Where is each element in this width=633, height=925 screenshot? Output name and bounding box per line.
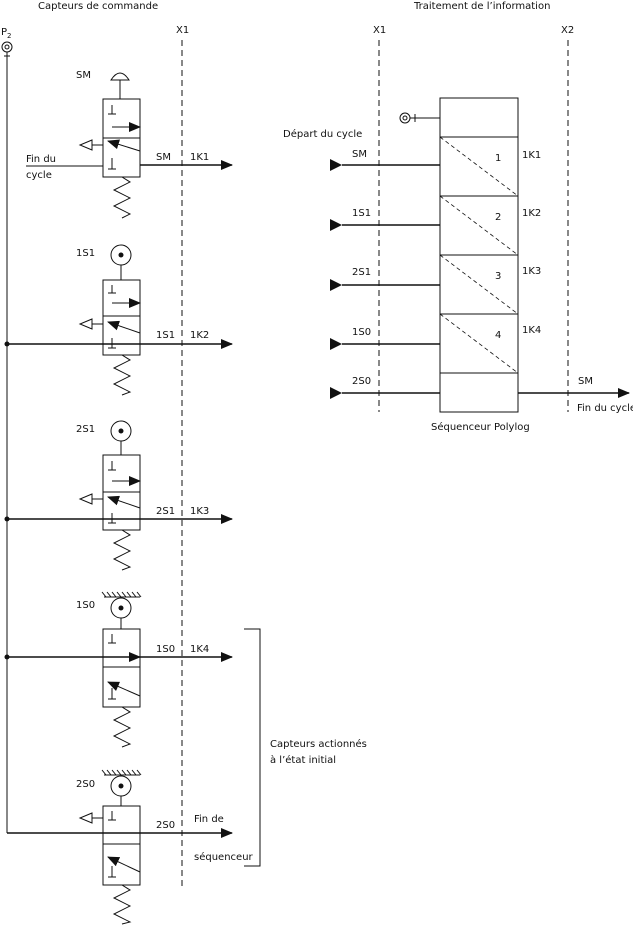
valve-1s0-signal: 1S0 — [156, 644, 175, 655]
roller-icon — [110, 775, 132, 806]
fin-de-sequenceur-2: séquenceur — [194, 851, 254, 863]
valve-2s0-signal: 2S0 — [156, 820, 175, 831]
spring-icon — [112, 706, 132, 748]
spring-icon — [112, 354, 132, 396]
sequencer-output-label: Fin du cycle — [577, 403, 633, 414]
valve-2s0: 2S0 2S0 Fin de séquenceur — [7, 769, 254, 925]
seq-input-2s0: 2S0 — [352, 376, 371, 387]
sequencer-inputs: SM 1S1 2S1 1S0 2S0 — [330, 149, 440, 399]
step-output-3: 1K3 — [522, 266, 541, 277]
valve-sm: SM SM 1K1 Fin du cycle — [26, 70, 233, 219]
bracket-label-2: à l’état initial — [270, 754, 336, 766]
seq-input-2s1: 2S1 — [352, 267, 371, 278]
valve-1s0-output: 1K4 — [190, 644, 209, 655]
left-title: Capteurs de commande — [38, 1, 158, 12]
valve-1s0-name: 1S0 — [76, 600, 95, 611]
roller-icon — [110, 597, 132, 629]
seq-input-1s0: 1S0 — [352, 327, 371, 338]
valve-sm-signal: SM — [156, 152, 171, 163]
supply-p2: P2 — [1, 27, 13, 833]
valve-2s1-output: 1K3 — [190, 506, 209, 517]
sequencer-supply-icon — [399, 112, 440, 124]
supply-label: P2 — [1, 27, 12, 40]
step-output-2: 1K2 — [522, 208, 541, 219]
valve-2s1: 2S1 2S1 1K3 — [4, 420, 233, 571]
valve-1s1-name: 1S1 — [76, 248, 95, 259]
mechanical-stop-icon — [101, 591, 142, 598]
spring-icon — [112, 884, 132, 925]
valve-2s1-signal: 2S1 — [156, 506, 175, 517]
sequencer-output-signal: SM — [578, 376, 593, 387]
right-title: Traitement de l’information — [413, 1, 550, 12]
x1-right-label: X1 — [373, 25, 386, 36]
valve-2s1-name: 2S1 — [76, 424, 95, 435]
valve-1s1-signal: 1S1 — [156, 330, 175, 341]
valve-1s0: 1S0 1S0 1K4 — [4, 591, 233, 748]
valve-2s0-name: 2S0 — [76, 779, 95, 790]
valve-sm-output: 1K1 — [190, 152, 209, 163]
valve-1s1: 1S1 1S1 1K2 — [4, 244, 233, 396]
bracket-label-1: Capteurs actionnés — [270, 738, 367, 750]
step-number-1: 1 — [495, 153, 501, 164]
valve-sm-name: SM — [76, 70, 91, 81]
step-output-1: 1K1 — [522, 150, 541, 161]
x2-label: X2 — [561, 25, 574, 36]
seq-input-1s1: 1S1 — [352, 208, 371, 219]
valve-1s1-output: 1K2 — [190, 330, 209, 341]
roller-icon — [110, 244, 132, 280]
seq-input-sm: SM — [352, 149, 367, 160]
fin-du-cycle-left-2: cycle — [26, 170, 52, 181]
sequencer-block: 1 2 3 4 1K1 1K2 1K3 1K4 — [439, 97, 541, 413]
spring-icon — [112, 529, 132, 571]
push-button-icon — [110, 72, 130, 99]
fin-du-cycle-left-1: Fin du — [26, 154, 56, 165]
mechanical-stop-icon — [101, 769, 142, 776]
bracket — [244, 628, 261, 867]
sequencer-label: Séquenceur Polylog — [431, 421, 530, 433]
step-number-4: 4 — [495, 330, 501, 341]
step-number-2: 2 — [495, 212, 501, 223]
fin-de-sequenceur-1: Fin de — [194, 814, 224, 825]
step-number-3: 3 — [495, 271, 501, 282]
start-label: Départ du cycle — [283, 128, 362, 140]
step-output-4: 1K4 — [522, 325, 541, 336]
spring-icon — [112, 176, 132, 219]
x1-left-label: X1 — [176, 25, 189, 36]
roller-icon — [110, 420, 132, 455]
